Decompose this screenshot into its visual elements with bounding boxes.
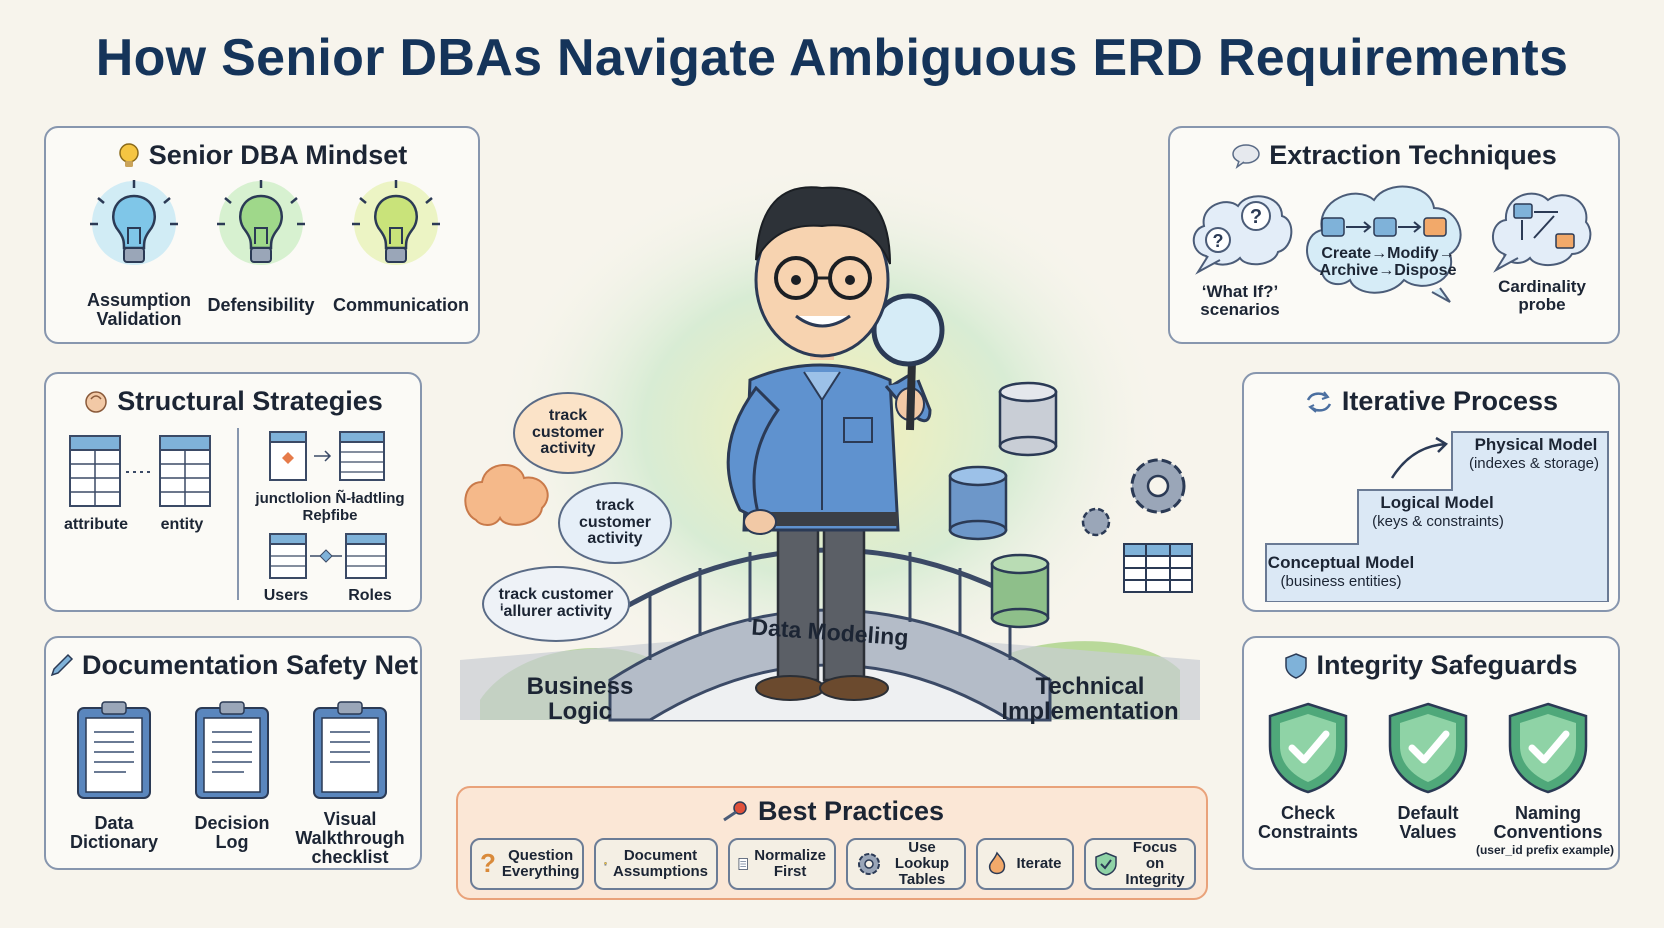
- central-illustration: [460, 160, 1200, 722]
- bp-iterate-label: Iterate: [1016, 855, 1062, 873]
- what-if-cloud-icon: ? ?: [1192, 195, 1293, 275]
- staircase-diagram: [1265, 431, 1609, 602]
- shield-icon: [1285, 652, 1308, 679]
- naming-conventions-shield-icon: [1508, 702, 1588, 794]
- mindset-panel: Senior DBA Mindset Assumption Validation…: [44, 126, 480, 344]
- lifecycle-cloud: [1306, 185, 1462, 303]
- integrity-panel: Integrity Safeguards Check Constraints D…: [1242, 636, 1620, 870]
- cardinality-label: Cardinality probe: [1498, 277, 1586, 314]
- logical-model-sub: (keys & constraints): [1372, 513, 1504, 530]
- lifecycle-label: Create→Modify→ Archive→Dispose: [1319, 245, 1457, 279]
- question-mark-icon: ?: [480, 848, 496, 879]
- bp-use-lookup-tables-label: Use Lookup Tables: [894, 839, 950, 888]
- check-constraints-label: Check Constraints: [1258, 803, 1359, 842]
- junction-label: junctlolion Ñ-ƚadtling Reþfibe: [255, 490, 405, 525]
- mindset-title: Senior DBA Mindset: [148, 140, 408, 170]
- structural-title: Structural Strategies: [117, 386, 383, 416]
- document-icon: [738, 858, 748, 870]
- default-values-label: Default Values: [1397, 803, 1459, 842]
- gear-icon: [1081, 458, 1186, 537]
- structural-divider: [237, 428, 239, 600]
- bp-question-everything: ? Question Everything: [470, 838, 584, 890]
- puzzle-head-icon: [85, 390, 107, 413]
- attribute-label: attribute: [64, 516, 128, 533]
- requirement-bubble-2: track customer activity: [558, 482, 672, 564]
- iterative-panel: Iterative Process Physical Model (indexe…: [1242, 372, 1620, 612]
- business-logic-label: Business Logic: [526, 673, 634, 726]
- key-pin-icon: [723, 800, 747, 821]
- defensibility-bulb-icon: [217, 180, 305, 265]
- naming-conventions-sub: (user_id prefix example): [1475, 843, 1615, 857]
- defensibility-label: Defensibility: [207, 295, 315, 315]
- gear-icon: [858, 853, 880, 875]
- what-if-label: ‘What If?’ scenarios: [1200, 282, 1280, 319]
- assumption-validation-label: Assumption Validation: [86, 290, 191, 329]
- bp-focus-on-integrity-label: Focus on Integrity: [1125, 839, 1185, 888]
- entity-label: entity: [160, 516, 204, 533]
- check-constraints-shield-icon: [1268, 702, 1348, 794]
- documentation-header: Documentation Safety Net: [46, 650, 420, 681]
- data-dictionary-label: Data Dictionary: [69, 813, 159, 852]
- iterative-title: Iterative Process: [1341, 386, 1559, 416]
- bp-document-assumptions: Document Assumptions: [594, 838, 718, 890]
- requirement-bubble-1: track customer activity: [513, 392, 623, 474]
- documentation-panel: Documentation Safety Net Data Dictionary…: [44, 636, 422, 870]
- svg-text:?: ?: [1250, 206, 1262, 228]
- communication-label: Communication: [332, 295, 469, 315]
- walkthrough-checklist-clipboard-icon: [313, 701, 387, 799]
- bp-normalize-first-label: Normalize First: [754, 847, 826, 880]
- assumption-validation-bulb-icon: [90, 180, 178, 265]
- data-dictionary-clipboard-icon: [77, 701, 151, 799]
- best-practices-header: Best Practices: [458, 796, 1206, 827]
- default-values-shield-icon: [1388, 702, 1468, 794]
- technical-implementation-label: Technical Implementation: [1001, 673, 1179, 726]
- bp-normalize-first: Normalize First: [728, 838, 836, 890]
- extraction-header: Extraction Techniques: [1170, 140, 1618, 171]
- visual-walkthrough-label: Visual Walkthrough checklist: [295, 809, 405, 867]
- bp-focus-on-integrity: Focus on Integrity: [1084, 838, 1196, 890]
- conceptual-model-label: Conceptual Model: [1267, 553, 1415, 572]
- attribute-entity-diagram: [69, 435, 211, 507]
- bp-document-assumptions-label: Document Assumptions: [612, 847, 708, 880]
- decision-log-label: Decision Log: [194, 813, 270, 852]
- users-roles-diagram: [269, 533, 387, 579]
- integrity-header: Integrity Safeguards: [1244, 650, 1618, 681]
- structural-panel: Structural Strategies attribute entity j…: [44, 372, 422, 612]
- lightbulb-icon: [604, 862, 607, 866]
- requirement-bubble-3: track customer ⁱallurer activity: [482, 566, 630, 642]
- conceptual-model-sub: (business entities): [1280, 573, 1402, 590]
- users-label: Users: [263, 587, 309, 604]
- junction-table-diagram: [269, 431, 385, 481]
- documentation-title: Documentation Safety Net: [81, 650, 419, 680]
- best-practices-title: Best Practices: [757, 796, 945, 826]
- pencil-icon: [50, 653, 74, 676]
- physical-model-label: Physical Model: [1474, 435, 1598, 454]
- naming-conventions-label: Naming Conventions: [1493, 803, 1603, 842]
- communication-bulb-icon: [352, 180, 440, 265]
- speech-bubble-icon: [1232, 143, 1260, 169]
- cardinality-cloud-icon: [1492, 192, 1592, 273]
- structural-header: Structural Strategies: [46, 386, 420, 417]
- physical-model-sub: (indexes & storage): [1468, 455, 1600, 472]
- extraction-title: Extraction Techniques: [1269, 140, 1557, 170]
- cycle-arrows-icon: [1306, 390, 1332, 413]
- lightbulb-icon: [118, 142, 139, 167]
- mindset-header: Senior DBA Mindset: [46, 140, 478, 171]
- bp-use-lookup-tables: Use Lookup Tables: [846, 838, 966, 890]
- logical-model-label: Logical Model: [1380, 493, 1494, 512]
- integrity-title: Integrity Safeguards: [1316, 650, 1578, 680]
- svg-text:?: ?: [1213, 231, 1224, 251]
- roles-label: Roles: [348, 587, 392, 604]
- extraction-panel: Extraction Techniques ? ? ‘What If?’ sce…: [1168, 126, 1620, 344]
- bp-question-everything-label: Question Everything: [501, 847, 580, 880]
- iterate-flame-icon: [988, 851, 1006, 875]
- decision-log-clipboard-icon: [195, 701, 269, 799]
- page-title: How Senior DBAs Navigate Ambiguous ERD R…: [95, 29, 1569, 87]
- bp-iterate: Iterate: [976, 838, 1074, 890]
- shield-check-icon: [1095, 852, 1117, 876]
- iterative-header: Iterative Process: [1244, 386, 1618, 417]
